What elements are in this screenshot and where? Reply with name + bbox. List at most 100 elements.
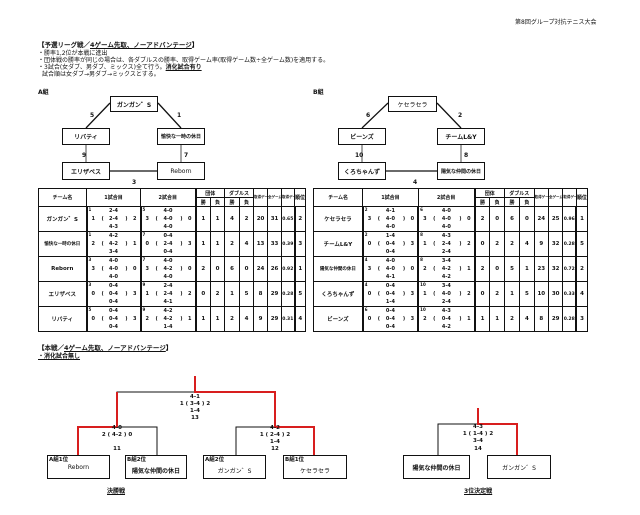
paren-close: )	[125, 241, 128, 247]
game-score: 0-4	[385, 291, 395, 297]
game-score: 0-4	[163, 249, 173, 255]
team-losses: 1	[209, 206, 226, 232]
team-name: くろちゃんず	[312, 281, 364, 307]
game-rate: 0.72	[562, 256, 577, 282]
doubles-wins: 1	[503, 281, 521, 307]
match-number: 8	[420, 257, 423, 263]
paren-open: (	[101, 216, 104, 222]
game-rate: 0.28	[562, 306, 577, 332]
games-all: 32	[547, 256, 564, 282]
left-wins: 1	[423, 291, 427, 297]
heading-prefix: 【予選リーグ戦／	[38, 41, 90, 49]
team-losses: 2	[489, 281, 505, 307]
col-loss: 負	[489, 197, 505, 207]
team-losses: 0	[489, 206, 505, 232]
game-score: 2-4	[441, 241, 451, 247]
paren-close: )	[459, 266, 462, 272]
third-place-slot: ガンガン゛S	[487, 455, 551, 479]
rank: 1	[575, 206, 589, 232]
left-wins: 0	[91, 316, 95, 322]
team-score: 1 ( 1-4 ) 2	[462, 431, 494, 437]
team-box: ガンガン゛S	[110, 96, 158, 112]
game-score: 4-3	[473, 424, 483, 430]
game-score: 4-0	[385, 258, 395, 264]
team-name: ビーンズ	[312, 306, 364, 332]
paren-open: (	[433, 241, 436, 247]
right-wins: 3	[410, 316, 415, 322]
match-number: 7	[184, 152, 189, 159]
game-score: 4-0	[441, 224, 451, 230]
col-loss: 負	[519, 197, 535, 207]
game-score: 2-4	[108, 216, 119, 222]
match-number: 7	[142, 257, 146, 263]
paren-close: )	[402, 266, 406, 272]
right-wins: 0	[133, 266, 137, 272]
paren-open: (	[101, 316, 104, 322]
doubles-losses: 0	[519, 206, 535, 232]
game-rate: 0.33	[562, 281, 577, 307]
team-name: 陽気な仲間の休日	[312, 256, 364, 282]
paren-close: )	[180, 266, 183, 272]
doubles-wins: 4	[224, 206, 241, 232]
games-won: 20	[253, 206, 269, 232]
match-number: 3	[88, 257, 92, 263]
match-number: 4	[413, 179, 418, 186]
games-all: 30	[547, 281, 564, 307]
col-win: 勝	[503, 197, 521, 207]
group-a-standings-table: チーム名1試合目2試合目団体ダブルス取得ゲーム全ゲーム取得ゲーム率順位勝負勝負ガ…	[38, 188, 307, 332]
game-score: 2-4	[441, 249, 451, 255]
team-wins: 2	[473, 206, 491, 232]
col-team: チーム名	[38, 188, 87, 207]
games-all: 29	[267, 306, 283, 332]
paren-close: )	[402, 316, 406, 322]
team-wins: 1	[194, 231, 211, 257]
team-name: ガンガン゛S	[38, 206, 87, 232]
match-number: 9	[142, 307, 146, 313]
game-rate: 0.28	[281, 281, 296, 307]
game-score: 3-4	[190, 401, 200, 407]
game-score: 0-4	[108, 308, 119, 314]
paren-close: )	[459, 291, 462, 297]
rule-2: ・団体戦の勝率が同じの場合は、各ダブルスの勝率、取得ゲーム率(取得ゲーム数÷全ゲ…	[38, 57, 330, 64]
col-match2: 2試合目	[417, 188, 476, 207]
game-score: 0-4	[108, 299, 119, 305]
document-title: 第8回グループ対抗テニス大会	[515, 19, 597, 26]
match-number: 9	[142, 282, 146, 288]
match-number: 3	[88, 282, 92, 288]
game-score: 4-2	[441, 324, 451, 330]
right-wins: 0	[128, 432, 133, 438]
paren-close: )	[459, 241, 462, 247]
team-box: 愉快な一時の休日	[157, 128, 205, 145]
third-place-label: 3位決定戦	[464, 488, 493, 495]
match-number: 8	[420, 232, 423, 238]
group-b-label: B組	[313, 89, 324, 96]
game-score: 4-0	[163, 274, 173, 280]
team-box: ケセラセラ	[388, 96, 437, 112]
game-rate: 0.31	[281, 306, 296, 332]
rank: 5	[293, 281, 307, 307]
match-number: 4	[364, 257, 368, 263]
team-name: チームL&Y	[312, 231, 364, 257]
team-box: ビーンズ	[338, 128, 386, 145]
match-number: 6	[420, 207, 423, 213]
team-losses: 2	[489, 231, 505, 257]
game-score: 4-0	[108, 258, 119, 264]
left-wins: 2	[423, 266, 427, 272]
group-a-label: A組	[38, 89, 49, 96]
game-score: 0-4	[385, 308, 395, 314]
prelim-heading: 【予選リーグ戦／4ゲーム先取、ノーアドバンテージ】	[38, 42, 198, 49]
paren-open: (	[155, 316, 158, 322]
games-all: 29	[267, 281, 283, 307]
match-number: 6	[366, 112, 371, 119]
team-losses: 0	[209, 256, 226, 282]
doubles-losses: 0	[239, 256, 255, 282]
doubles-wins: 6	[503, 206, 521, 232]
